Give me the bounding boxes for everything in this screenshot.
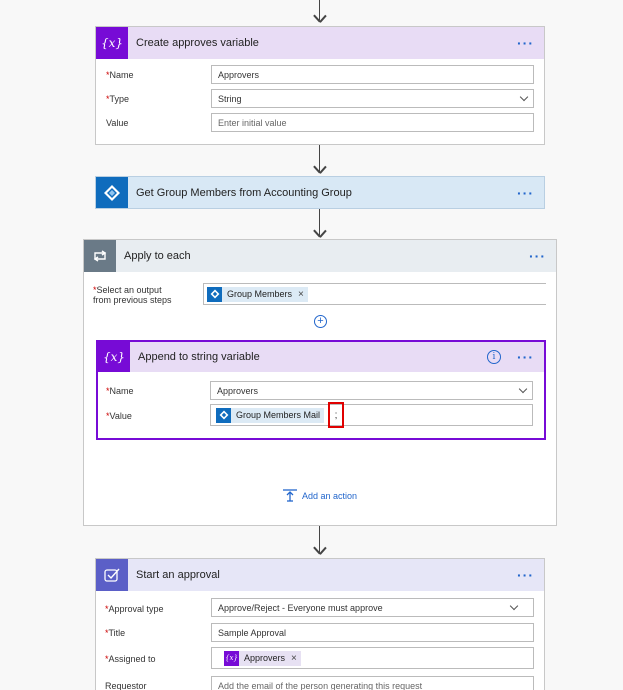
more-options-icon[interactable]: ··· xyxy=(517,567,534,583)
name-label: *Name xyxy=(106,386,134,396)
approval-type-label: *Approval type xyxy=(105,604,164,614)
value-label: Value xyxy=(106,118,129,128)
assigned-to-input[interactable]: {x} Approvers × xyxy=(211,647,534,669)
info-icon[interactable]: i xyxy=(487,350,501,364)
loop-icon xyxy=(84,240,116,272)
select-output-input[interactable]: Group Members × xyxy=(203,283,546,305)
create-variable-card: {x} Create approves variable ··· *Name A… xyxy=(95,26,545,145)
more-options-icon[interactable]: ··· xyxy=(517,184,534,201)
azure-ad-icon xyxy=(216,407,231,423)
connector-arrow xyxy=(314,545,326,555)
create-variable-header[interactable]: {x} Create approves variable ··· xyxy=(96,27,544,59)
approval-type-select[interactable]: Approve/Reject - Everyone must approve xyxy=(211,598,534,617)
remove-token-icon[interactable]: × xyxy=(298,288,304,300)
variable-icon: {x} xyxy=(98,342,130,372)
name-input[interactable]: Approvers xyxy=(211,65,534,84)
more-options-icon[interactable]: ··· xyxy=(517,35,534,51)
name-select[interactable]: Approvers xyxy=(210,381,533,400)
title-label: *Title xyxy=(105,628,126,638)
select-output-label: *Select an output from previous steps xyxy=(93,285,172,305)
semicolon-highlight[interactable]: ; xyxy=(328,402,345,428)
dynamic-token[interactable]: Group Members Mail xyxy=(216,407,325,423)
chevron-down-icon xyxy=(518,384,528,394)
type-label: *Type xyxy=(106,94,130,104)
card-title: Start an approval xyxy=(136,569,220,581)
remove-token-icon[interactable]: × xyxy=(291,652,297,664)
add-action-icon xyxy=(283,489,297,502)
type-select[interactable]: String xyxy=(211,89,534,108)
connector-arrow xyxy=(314,13,326,23)
requestor-label: Requestor xyxy=(105,681,147,690)
title-input[interactable]: Sample Approval xyxy=(211,623,534,642)
start-approval-header[interactable]: Start an approval ··· xyxy=(96,559,544,591)
append-variable-header[interactable]: {x} Append to string variable i ··· xyxy=(98,342,544,372)
start-approval-card: Start an approval ··· *Approval type App… xyxy=(95,558,545,690)
append-variable-card: {x} Append to string variable i ··· *Nam… xyxy=(96,340,546,440)
variable-icon: {x} xyxy=(96,27,128,59)
card-title: Append to string variable xyxy=(138,351,260,363)
connector-arrow xyxy=(314,164,326,174)
connector-line xyxy=(319,209,320,237)
add-action-button[interactable]: Add an action xyxy=(282,489,357,503)
chevron-down-icon xyxy=(509,601,519,611)
card-title: Get Group Members from Accounting Group xyxy=(136,186,352,199)
value-input[interactable]: Group Members Mail ; xyxy=(210,402,533,428)
dynamic-token[interactable]: Group Members × xyxy=(207,286,308,302)
connector-arrow xyxy=(314,228,326,238)
more-options-icon[interactable]: ··· xyxy=(529,248,546,264)
name-label: *Name xyxy=(106,70,134,80)
card-title: Apply to each xyxy=(124,250,191,262)
connector-line xyxy=(319,526,320,554)
variable-icon: {x} xyxy=(224,650,239,666)
approval-icon xyxy=(96,559,128,591)
card-title: Create approves variable xyxy=(136,37,259,49)
value-input[interactable]: Enter initial value xyxy=(211,113,534,132)
more-options-icon[interactable]: ··· xyxy=(517,349,534,365)
connector-line xyxy=(319,145,320,173)
azure-ad-icon xyxy=(207,286,222,302)
requestor-input[interactable]: Add the email of the person generating t… xyxy=(211,676,534,690)
apply-to-each-header[interactable]: Apply to each ··· xyxy=(84,240,556,272)
get-group-members-header[interactable]: Get Group Members from Accounting Group … xyxy=(96,177,544,208)
get-group-members-card[interactable]: Get Group Members from Accounting Group … xyxy=(95,176,545,209)
apply-to-each-card: Apply to each ··· *Select an output from… xyxy=(83,239,557,526)
connector-line xyxy=(319,0,320,20)
azure-ad-icon xyxy=(96,177,128,208)
dynamic-token[interactable]: {x} Approvers × xyxy=(224,650,301,666)
insert-step-icon[interactable]: + xyxy=(314,315,327,328)
value-label: *Value xyxy=(106,411,132,421)
chevron-down-icon xyxy=(519,92,529,102)
assigned-to-label: *Assigned to xyxy=(105,654,156,664)
